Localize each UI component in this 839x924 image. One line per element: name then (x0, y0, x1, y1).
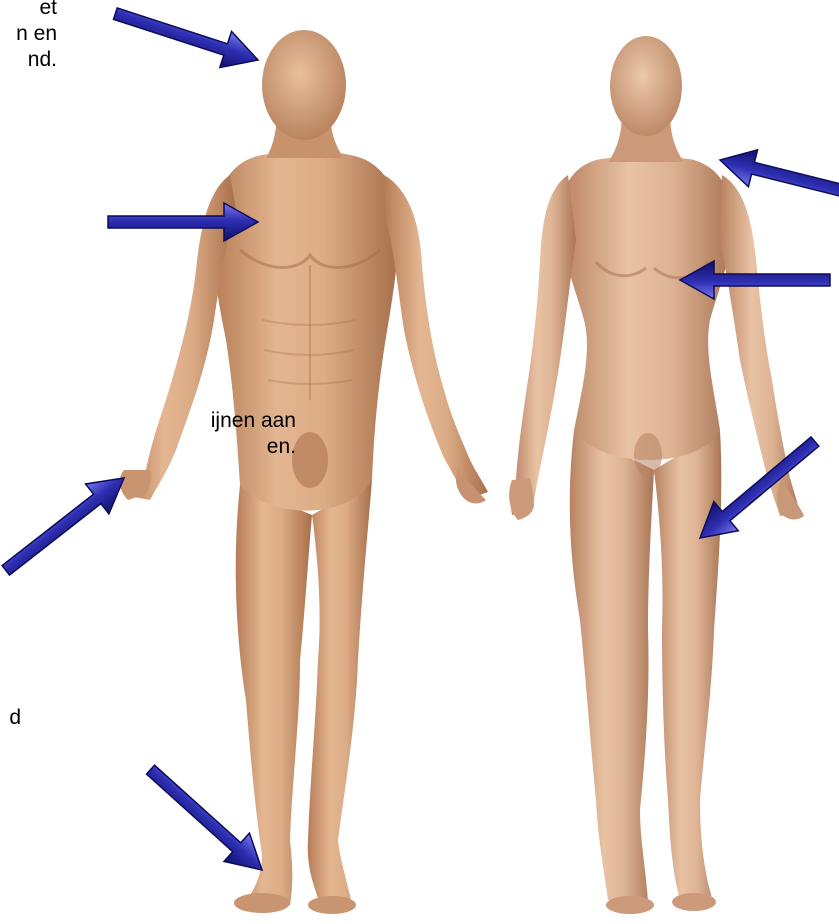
caption-foot-line-1: d (0, 705, 21, 731)
arrow-hand-male (0, 463, 136, 585)
caption-hand-line-1: ijnen aan (0, 408, 296, 434)
caption-head: et n en nd. (0, 0, 57, 73)
male-right-leg (308, 480, 372, 905)
female-left-arm (511, 175, 576, 515)
male-right-arm (384, 175, 488, 500)
female-left-foot (606, 896, 654, 914)
female-right-foot (672, 893, 716, 911)
male-left-foot (234, 893, 290, 913)
female-right-leg (654, 430, 721, 900)
caption-hand: ijnen aan en. (0, 408, 296, 460)
male-head (262, 30, 346, 140)
arrow-chest-male (108, 203, 258, 241)
female-left-leg (570, 430, 654, 902)
arrow-head-male (109, 0, 263, 78)
caption-head-line-2: n en (0, 21, 57, 47)
caption-hand-line-2: en. (0, 434, 296, 460)
male-figure (120, 30, 488, 914)
female-head (610, 36, 682, 136)
female-torso (560, 156, 732, 460)
caption-head-line-1: et (0, 0, 57, 21)
caption-head-line-3: nd. (0, 47, 57, 73)
male-right-foot (308, 896, 356, 914)
caption-foot: d (0, 705, 21, 731)
